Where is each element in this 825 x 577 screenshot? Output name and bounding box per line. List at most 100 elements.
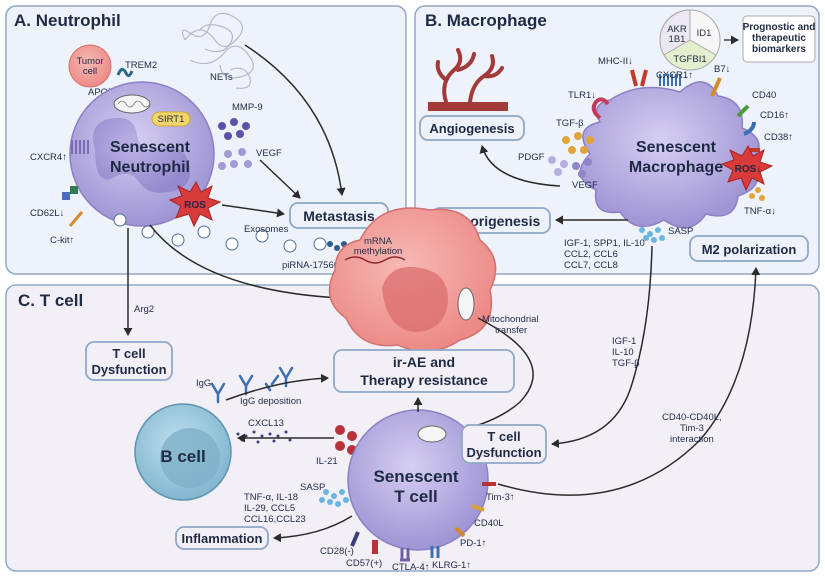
tcell-cell-label: Senescent bbox=[373, 467, 458, 486]
macrophage-cytokines-label-2: CCL2, CCL6 bbox=[564, 249, 618, 260]
cd62l-label: CD62L↓ bbox=[30, 208, 64, 219]
arrow-igg-irae bbox=[225, 373, 329, 401]
panel-a-title: A. Neutrophil bbox=[14, 11, 121, 30]
nets-label: NETs bbox=[210, 72, 233, 83]
arrow-mito-transfer bbox=[461, 317, 534, 433]
tcell-sasp-cytokines-2: IL-29, CCL5 bbox=[244, 503, 295, 514]
igg-deposition-label: IgG deposition bbox=[240, 396, 301, 407]
vegf-dots bbox=[218, 148, 252, 170]
macrophage-vegf-dots bbox=[572, 158, 592, 178]
tumor-nucleus bbox=[382, 266, 448, 332]
blood-vessel-icon bbox=[428, 48, 508, 111]
mito-transfer-label-2: transfer bbox=[495, 325, 527, 336]
neutrophil-cell-label: Senescent bbox=[110, 139, 191, 156]
ctla4-label: CTLA-4↑ bbox=[392, 562, 429, 573]
arrow-macrophage-angiogenesis bbox=[479, 145, 561, 187]
exosomes-label: Exosomes bbox=[244, 224, 289, 235]
tcell-dysfunction-label-c-2: Dysfunction bbox=[466, 445, 541, 460]
tcell-dysfunction-box-a bbox=[85, 341, 173, 381]
senescent-macrophage-cell bbox=[579, 81, 760, 229]
mrna-label-2: methylation bbox=[354, 246, 403, 257]
mrna-label: mRNA bbox=[364, 236, 393, 247]
tumor-cell-label: Tumor bbox=[76, 56, 103, 67]
ros-label: ROS bbox=[184, 200, 206, 211]
cxcr1-label: CXCR1↑ bbox=[656, 70, 693, 81]
biomarkers-label-3: biomarkers bbox=[752, 44, 806, 55]
tcell-sasp-cytokines-3: CCL16,CCL23 bbox=[244, 514, 306, 525]
m2-polarization-box bbox=[689, 235, 809, 262]
panel-b-title: B. Macrophage bbox=[425, 11, 547, 30]
cd38-label: CD38↑ bbox=[764, 132, 793, 143]
tlr1-receptor-icon bbox=[591, 97, 610, 120]
sirt1-label: SIRT1 bbox=[158, 114, 185, 125]
igf-label: IGF-1 bbox=[612, 336, 636, 347]
cxcr4-label: CXCR4↑ bbox=[30, 152, 67, 163]
cd62l-receptor-icon bbox=[62, 186, 78, 200]
exosome-vesicles bbox=[113, 213, 327, 253]
macrophage-cytokines-label-3: CCL7, CCL8 bbox=[564, 260, 618, 271]
arrow-tcell-m2 bbox=[497, 267, 761, 496]
biomarker-pie-chart bbox=[659, 9, 721, 71]
cxcl13-label: CXCL13 bbox=[248, 418, 284, 429]
cd40l-label: CD40L bbox=[474, 518, 504, 529]
angiogenesis-label: Angiogenesis bbox=[429, 121, 514, 136]
b-cell-nucleus bbox=[160, 428, 220, 488]
ckit-receptor-icon bbox=[68, 211, 84, 227]
arrow-ros-metastasis bbox=[221, 204, 285, 218]
igg-label: IgG bbox=[196, 378, 211, 389]
tumor-cell-label-2: cell bbox=[83, 66, 97, 77]
arrow-vegf-metastasis bbox=[259, 159, 301, 199]
macrophage-cytokines-label: IGF-1, SPP1, IL-10 bbox=[564, 238, 645, 249]
trem2-receptor bbox=[116, 68, 134, 78]
tim3-label: Tim-3↑ bbox=[486, 492, 515, 503]
neutrophil-nucleus bbox=[93, 117, 191, 193]
angiogenesis-box bbox=[419, 115, 525, 141]
macrophage-ros-burst-icon bbox=[720, 144, 774, 192]
macrophage-sasp-dots bbox=[639, 227, 665, 243]
nets-icon bbox=[181, 12, 254, 89]
tlr1-label: TLR1↓ bbox=[568, 90, 596, 101]
cxcr1-receptor-icon bbox=[659, 74, 681, 86]
biomarkers-label-2: therapeutic bbox=[752, 33, 806, 44]
tcell-sasp-label: SASP bbox=[300, 482, 325, 493]
tgfbi-label: TGFBI1 bbox=[673, 54, 706, 65]
igf-label-3: TGF-β bbox=[612, 358, 640, 369]
tcell-dysfunction-label-c: T cell bbox=[487, 429, 520, 444]
cd40-receptor-icon bbox=[736, 104, 750, 118]
b7-receptor-icon bbox=[710, 77, 722, 97]
apoe-label: APOE bbox=[88, 87, 114, 98]
cd40-interaction-label-3: interaction bbox=[670, 434, 714, 445]
neutrophil-cell-label-2: Neutrophil bbox=[110, 159, 190, 176]
pdgf-label: PDGF bbox=[518, 152, 545, 163]
macrophage-cell-label-2: Macrophage bbox=[629, 159, 723, 176]
macrophage-sasp-label: SASP bbox=[668, 226, 693, 237]
mitochondrion-icon bbox=[113, 94, 151, 114]
tgfb-label: TGF-β bbox=[556, 118, 584, 129]
cd28-receptor-icon bbox=[350, 531, 360, 547]
cd40-interaction-label: CD40-CD40L, bbox=[662, 412, 722, 423]
arrow-tcell-inflammation bbox=[273, 515, 353, 543]
tnfa-dots bbox=[749, 187, 765, 201]
ctla4-receptor-icon bbox=[400, 548, 410, 562]
cd40l-receptor-icon bbox=[471, 504, 485, 512]
arrow-neutrophil-tumor bbox=[149, 224, 341, 303]
panel-c-title: C. T cell bbox=[18, 291, 83, 310]
mhc2-label: MHC-II↓ bbox=[598, 56, 633, 67]
arrow-sasp-tcell-dysfunction bbox=[551, 245, 653, 449]
id1-label: ID1 bbox=[697, 28, 712, 39]
tcell-dysfunction-box-c bbox=[461, 424, 547, 464]
ros-burst-icon bbox=[168, 180, 222, 228]
mrna-strand bbox=[344, 256, 406, 264]
pirna-label: piRNA-17560 bbox=[282, 260, 339, 271]
cd16-label: CD16↑ bbox=[760, 110, 789, 121]
metastasis-label: Metastasis bbox=[303, 208, 375, 224]
trem2-label: TREM2 bbox=[125, 60, 157, 71]
tumor-cell-small bbox=[68, 44, 112, 88]
tnfa-label: TNF-α↓ bbox=[744, 206, 776, 217]
il21-label: IL-21 bbox=[316, 456, 338, 467]
mmp9-label: MMP-9 bbox=[232, 102, 263, 113]
akr1b1-label: AKR bbox=[667, 24, 687, 35]
sirt1-badge bbox=[151, 111, 191, 127]
ckit-label: C-kit↑ bbox=[50, 235, 74, 246]
igf-label-2: IL-10 bbox=[612, 347, 634, 358]
